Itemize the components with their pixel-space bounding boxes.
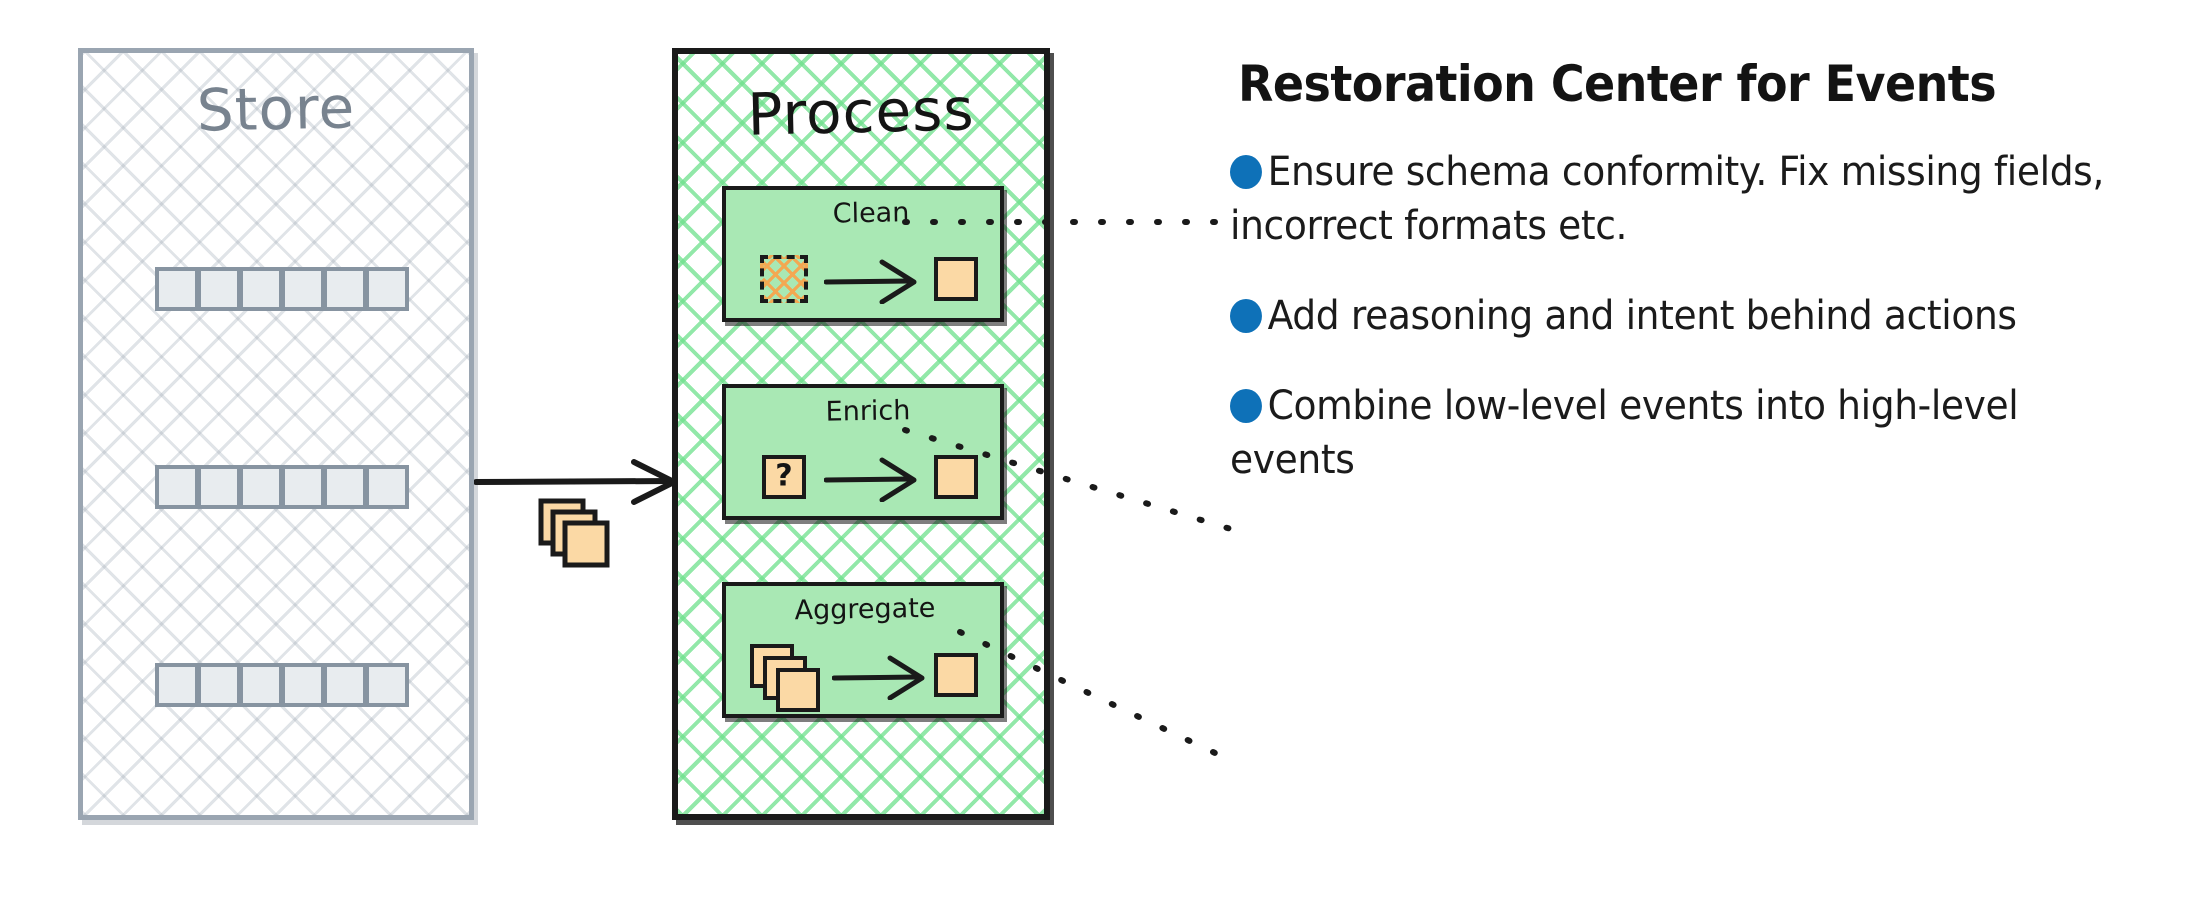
page-title: Restoration Center for Events [1238, 55, 1997, 113]
store-cell [323, 267, 367, 311]
store-cell [239, 465, 283, 509]
store-cell [197, 663, 241, 707]
square-icon [934, 653, 978, 697]
store-title: Store [196, 73, 356, 145]
bullet-text: Combine low-level events into high-level… [1230, 382, 2019, 483]
arrow-right-icon [823, 259, 917, 305]
process-stage-clean: Clean [722, 186, 1004, 322]
flow-documents [538, 498, 618, 570]
square-icon [776, 668, 820, 712]
bullet-item: Add reasoning and intent behind actions [1230, 289, 2104, 343]
store-row [155, 663, 409, 707]
process-stage-enrich: Enrich ? [722, 384, 1004, 520]
store-cell [365, 465, 409, 509]
store-cell [155, 465, 199, 509]
explanation-panel: Restoration Center for Events Ensure sch… [1230, 58, 2160, 487]
bullet-dot-icon [1230, 388, 1262, 423]
question-square-icon: ? [762, 455, 806, 499]
arrow-right-icon [831, 655, 925, 701]
store-cell [323, 663, 367, 707]
stage-arrow [823, 456, 920, 503]
store-cell [323, 465, 367, 509]
store-cell [155, 663, 199, 707]
store-cell [239, 267, 283, 311]
stage-label: Clean [832, 197, 910, 230]
square-icon [934, 257, 978, 301]
bullet-dot-icon [1230, 154, 1262, 189]
store-cell [281, 663, 325, 707]
store-cell [197, 465, 241, 509]
stage-row: ? [726, 448, 1000, 510]
store-cell [281, 267, 325, 311]
bullet-text: Ensure schema conformity. Fix missing fi… [1230, 148, 2104, 249]
store-cell [365, 663, 409, 707]
store-cell [365, 267, 409, 311]
stage-label: Enrich [825, 395, 911, 428]
stage-arrow [823, 258, 920, 305]
store-cell [197, 267, 241, 311]
store-cell [281, 465, 325, 509]
process-title: Process [746, 75, 976, 149]
question-mark-label: ? [775, 458, 793, 494]
stacked-documents-icon [538, 498, 610, 568]
square-icon [934, 455, 978, 499]
stage-arrow [831, 654, 928, 701]
process-stage-aggregate: Aggregate [722, 582, 1004, 718]
bullet-item: Ensure schema conformity. Fix missing fi… [1230, 145, 2104, 253]
bullet-dot-icon [1230, 298, 1262, 333]
stacked-squares-icon [750, 644, 826, 714]
process-panel: Process Clean Enrich ? [672, 48, 1050, 820]
bullet-text: Add reasoning and intent behind actions [1267, 292, 2017, 339]
arrow-right-icon [823, 457, 917, 503]
store-panel: Store [78, 48, 474, 820]
stage-row [726, 644, 1000, 712]
stage-row [726, 250, 1000, 312]
store-row [155, 267, 409, 311]
store-cell [239, 663, 283, 707]
hatched-square-icon [760, 255, 808, 303]
store-cell [155, 267, 199, 311]
bullet-item: Combine low-level events into high-level… [1230, 379, 2104, 487]
store-row [155, 465, 409, 509]
stage-label: Aggregate [794, 592, 936, 627]
